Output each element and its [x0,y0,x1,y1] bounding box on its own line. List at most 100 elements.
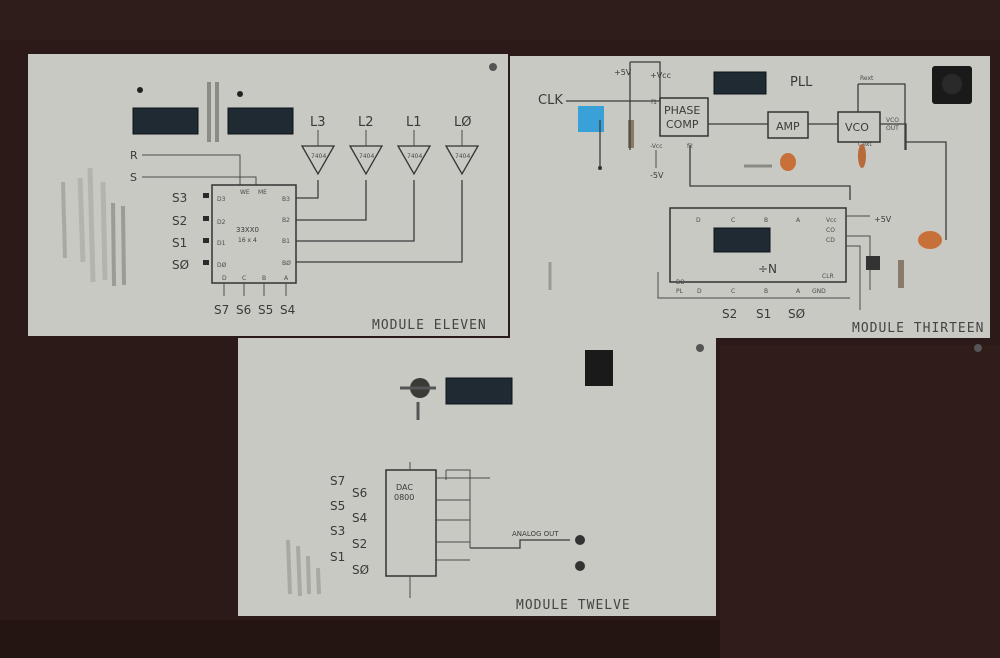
input-label-s0: SØ [172,258,189,272]
output-jack [575,535,585,545]
pin-label-b1: B1 [282,238,290,245]
pin-label-b3: B3 [282,196,290,203]
trace [317,130,463,146]
led-label-l0: LØ [454,115,471,130]
resistor [207,82,211,142]
trace [296,180,463,263]
vco-out-label-2: OUT [886,125,899,132]
loose-pin [121,205,126,286]
cext-label: Cext [858,141,872,148]
capacitor-lead [858,144,866,168]
table-grain [0,0,1000,40]
pin-label-d: D [222,275,227,282]
loose-pin [77,177,86,263]
pin-pad [203,216,209,221]
divider-bot-c: C [731,288,735,295]
orange-capacitor [918,231,942,249]
pin-label-me: ME [258,189,267,196]
ram-chip-size: 16 x 4 [238,237,257,244]
pin-pad [203,260,209,265]
divider-block [669,207,847,283]
svg-text:7404: 7404 [311,153,326,160]
phase-comp-block [659,97,709,137]
phase-comp-label-2: COMP [666,118,699,131]
divider-bot-a: A [796,288,801,295]
dac-input-s0: SØ [352,563,369,577]
divider-pin-pl: PL [676,288,684,295]
dac-input-s2: S2 [352,537,367,551]
pin-label-d0: DØ [217,262,227,269]
module-thirteen-board: PLL CLK +5V +Vcc f1 PHASE COMP -Vcc f2 -… [510,56,990,352]
loose-pin [87,167,96,283]
board-panel [510,56,990,338]
pin-label-d3: D3 [217,196,226,203]
divider-pin-a: A [796,217,801,224]
module-twelve-board: DAC 0800 ANALOG OUT S7 S6 S5 S4 S3 S2 S1… [238,338,716,616]
dac-input-s4: S4 [352,511,367,525]
vco-label: VCO [845,121,869,134]
divider-label: ÷N [758,262,777,276]
dac-chip-outline [385,469,437,577]
divider-bot-d: D [697,288,702,295]
trace [296,180,367,221]
vco-block [837,111,881,143]
dac-input-s5: S5 [330,499,345,513]
dac-input-s6: S6 [352,486,367,500]
input-label-r: R [130,149,138,162]
input-label-s2: S2 [172,214,187,228]
ic-chip [227,107,294,135]
input-label-s3: S3 [172,191,187,205]
divider-label-s0: SØ [788,307,805,321]
pin-label-b: B [262,275,266,282]
board-panel [28,54,508,336]
loose-pin [286,539,292,595]
trace [689,83,947,240]
pin-label-b2: B2 [282,217,290,224]
divider-label-s1: S1 [756,307,771,321]
input-label-s5: S5 [258,303,273,317]
pin-label-b0: BØ [282,260,291,267]
trace [142,176,257,185]
pin-pad [203,238,209,243]
output-jack [575,561,585,571]
vco-out-label: VCO [886,117,899,124]
loose-pin [296,545,302,597]
pin-label-we: WE [240,189,250,196]
led-label-l1: L1 [406,115,422,130]
table-grain [720,345,1000,658]
svg-text:7404: 7404 [359,153,374,160]
pin-label-a: A [284,275,289,282]
clk-label: CLK [538,93,563,108]
pin-label-c: C [242,275,246,282]
input-label-s: S [130,171,137,184]
ic-chip [132,107,199,135]
corner-screw [696,344,704,352]
ram-chip-outline [211,184,297,284]
divider-ic [713,227,771,253]
module-twelve-title: MODULE TWELVE [516,598,631,613]
divider-pin-d: D [696,217,701,224]
loose-pin [111,202,116,287]
divider-pin-co: CO [826,227,835,234]
ic-chip [445,377,513,405]
trace [296,180,319,199]
loose-pin [316,567,321,595]
divider-pin-c: C [731,217,735,224]
resistor [215,82,219,142]
pin-label-d2: D2 [217,219,226,226]
divider-label-s2: S2 [722,307,737,321]
module-eleven-board: R S 33XX0 16 x 4 WE ME D3 D2 D1 DØ B3 B2… [28,54,508,336]
divider-pin-cd: CD [826,237,835,244]
loose-pin [61,181,67,259]
trace [409,462,490,598]
plus5v-label: +5V [614,68,632,77]
resistor [628,120,634,148]
pin-label-d1: D1 [217,240,226,247]
pin-pad [203,193,209,198]
ram-chip-label: 33XX0 [236,226,259,234]
divider-bot-b: B [764,288,768,295]
module-thirteen-title: MODULE THIRTEEN [852,321,984,336]
input-label-s6: S6 [236,303,251,317]
divider-pin-bo: BO [676,279,685,286]
